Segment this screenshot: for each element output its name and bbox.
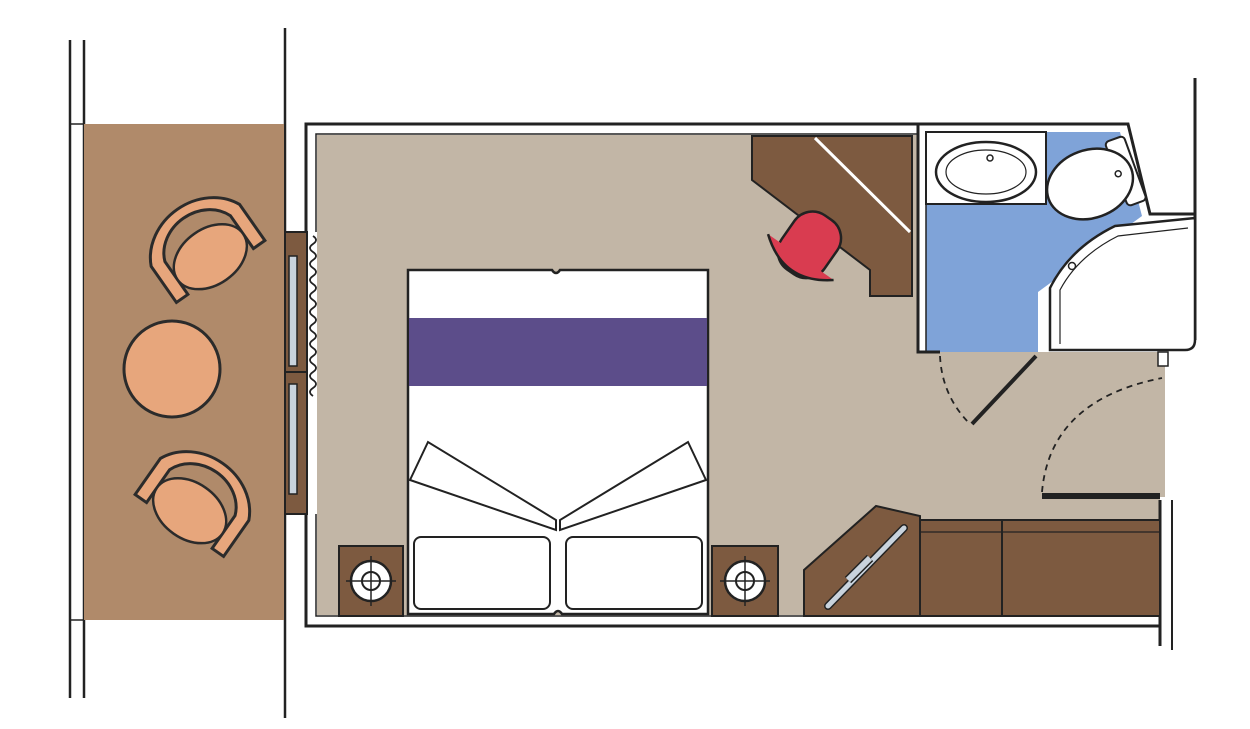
balcony-door xyxy=(284,231,308,515)
curtain xyxy=(309,235,317,397)
bathroom-door xyxy=(939,354,1038,426)
toilet-icon xyxy=(1045,135,1147,221)
lamp-icon xyxy=(720,556,770,606)
pillow xyxy=(413,536,551,610)
sink-icon xyxy=(925,131,1047,205)
desk-chair-icon xyxy=(766,210,843,282)
bed-runner xyxy=(409,318,707,386)
lamp-icon xyxy=(346,556,396,606)
double-bed-icon xyxy=(406,268,710,616)
desk xyxy=(751,135,913,297)
shower-icon xyxy=(1048,216,1197,352)
vanity-counter xyxy=(803,504,921,617)
wardrobe xyxy=(919,519,1161,617)
pillow xyxy=(565,536,703,610)
armchair-icon xyxy=(133,450,252,559)
room-floor xyxy=(917,352,1165,497)
round-table-icon xyxy=(122,319,222,419)
armchair-icon xyxy=(148,196,267,305)
